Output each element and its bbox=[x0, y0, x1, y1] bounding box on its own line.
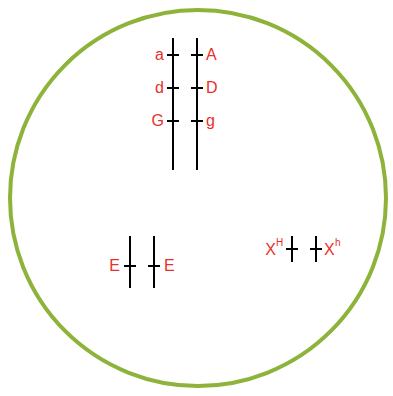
allele-text: h bbox=[335, 237, 341, 248]
gene-label: G bbox=[152, 113, 164, 129]
gene-label: A bbox=[206, 47, 217, 63]
superscript-allele: h bbox=[335, 238, 341, 248]
allele-text: E bbox=[164, 257, 175, 274]
chromosome-pair bbox=[124, 236, 160, 288]
superscript-allele: H bbox=[276, 238, 283, 248]
gene-label: X bbox=[265, 242, 276, 258]
allele-text: a bbox=[155, 46, 164, 63]
allele-text: D bbox=[206, 79, 218, 96]
allele-text: A bbox=[206, 46, 217, 63]
allele-text: E bbox=[109, 257, 120, 274]
cell-membrane bbox=[10, 10, 386, 386]
gene-label: D bbox=[206, 80, 218, 96]
allele-text: X bbox=[324, 241, 335, 258]
gene-label: g bbox=[206, 113, 215, 129]
allele-text: G bbox=[152, 112, 164, 129]
allele-text: H bbox=[276, 237, 283, 248]
gene-label: d bbox=[155, 80, 164, 96]
allele-text: X bbox=[265, 241, 276, 258]
allele-text: g bbox=[206, 112, 215, 129]
gene-label: E bbox=[164, 258, 175, 274]
gene-label: X bbox=[324, 242, 335, 258]
allele-text: d bbox=[155, 79, 164, 96]
chromosome-pair bbox=[167, 38, 203, 170]
gene-label: E bbox=[109, 258, 120, 274]
gene-label: a bbox=[155, 47, 164, 63]
sex-chromosome-pair bbox=[286, 236, 322, 262]
